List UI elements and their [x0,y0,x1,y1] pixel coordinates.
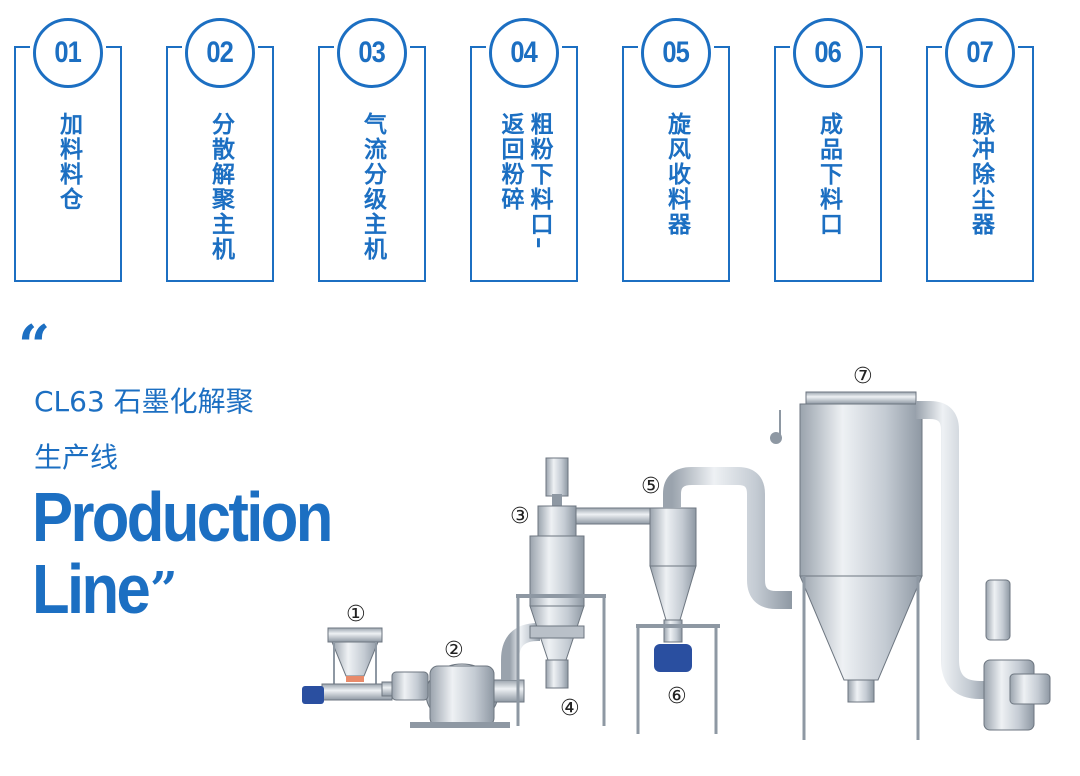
open-quote: “ [18,313,51,379]
step-label: 成品下料口 [776,112,880,237]
step-number-badge: 04 [489,18,559,88]
step-label: 粗粉下料口–返回粉碎 [472,112,576,251]
marker-5: ⑤ [641,474,661,499]
step-card-07: 07 脉冲除尘器 [926,18,1034,282]
cyclone-collector [636,467,792,734]
step-number-badge: 01 [33,18,103,88]
step-label: 加料料仓 [16,112,120,212]
title-chinese-line1: CL63 石墨化解聚 [34,385,254,418]
step-number: 05 [662,36,691,69]
step-label: 分散解聚主机 [168,112,272,262]
feed-hopper [302,627,393,704]
step-label-column: 加料料仓 [55,112,82,212]
step-number-badge: 07 [945,18,1015,88]
step-card-03: 03 气流分级主机 [318,18,426,282]
step-label-column: 分散解聚主机 [207,112,234,262]
step-card-06: 06 成品下料口 [774,18,882,282]
step-label-column: 返回粉碎 [497,112,523,212]
step-number: 02 [206,36,235,69]
marker-4: ④ [560,696,580,721]
step-number-badge: 02 [185,18,255,88]
step-number: 01 [54,36,83,69]
title-english-line2: Line [32,550,151,628]
step-card-04: 04 粗粉下料口–返回粉碎 [470,18,578,282]
step-label-column: 旋风收料器 [663,112,690,237]
step-number: 03 [358,36,387,69]
step-label-column: 粗粉下料口– [526,112,552,251]
step-label: 旋风收料器 [624,112,728,237]
step-card-02: 02 分散解聚主机 [166,18,274,282]
step-number-badge: 03 [337,18,407,88]
marker-6: ⑥ [667,684,687,709]
step-label: 气流分级主机 [320,112,424,262]
marker-1: ① [346,602,366,627]
marker-7: ⑦ [853,364,873,389]
step-label-column: 成品下料口 [815,112,842,237]
step-number: 06 [814,36,843,69]
step-number: 04 [510,36,539,69]
step-number-badge: 06 [793,18,863,88]
close-quote: ” [150,562,178,618]
step-label-column: 脉冲除尘器 [967,112,994,237]
title-english-line1: Production [32,478,333,556]
title-chinese-line2: 生产线 [34,441,119,474]
marker-2: ② [444,638,464,663]
step-card-01: 01 加料料仓 [14,18,122,282]
step-card-05: 05 旋风收料器 [622,18,730,282]
step-label-column: 气流分级主机 [359,112,386,262]
step-number-badge: 05 [641,18,711,88]
pulse-dust-collector [770,391,1051,740]
marker-3: ③ [510,504,530,529]
step-label: 脉冲除尘器 [928,112,1032,237]
air-classifier [516,457,606,726]
step-number: 07 [966,36,995,69]
